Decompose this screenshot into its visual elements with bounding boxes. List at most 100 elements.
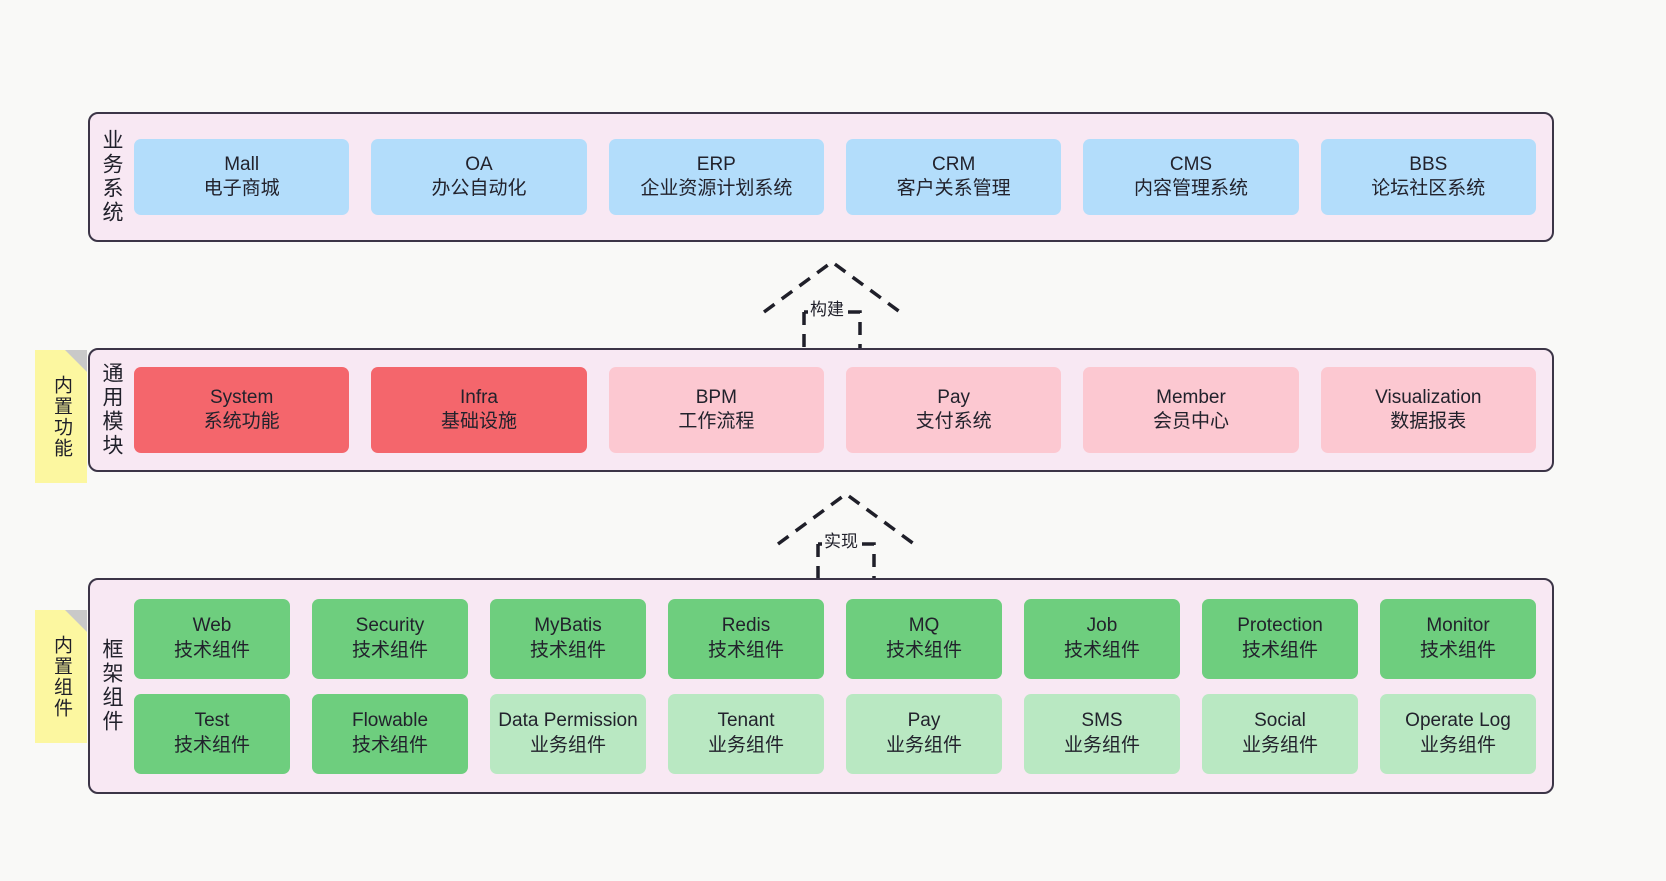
card-title: Pay: [937, 386, 971, 408]
card-subtitle: 内容管理系统: [1133, 178, 1248, 199]
layer-title-common-modules: 通用模块: [100, 362, 124, 458]
card-redis[interactable]: Redis 技术组件: [668, 598, 824, 679]
card-title: OA: [465, 153, 493, 175]
card-social[interactable]: Social 业务组件: [1202, 693, 1358, 774]
connector-build: 构建: [756, 256, 908, 348]
card-row-common-modules: System 系统功能 Infra 基础设施 BPM 工作流程 Pay 支付系统…: [134, 367, 1536, 453]
card-title: Web: [192, 615, 232, 637]
card-cms[interactable]: CMS 内容管理系统: [1083, 139, 1299, 215]
card-web[interactable]: Web 技术组件: [134, 598, 290, 679]
card-member[interactable]: Member 会员中心: [1083, 367, 1299, 453]
card-title: BPM: [695, 386, 737, 408]
card-data-permission[interactable]: Data Permission 业务组件: [490, 693, 646, 774]
card-subtitle: 业务组件: [529, 734, 606, 756]
card-protection[interactable]: Protection 技术组件: [1202, 598, 1358, 679]
card-subtitle: 技术组件: [351, 734, 428, 756]
layer-body-common-modules: System 系统功能 Infra 基础设施 BPM 工作流程 Pay 支付系统…: [132, 350, 1552, 470]
card-flowable[interactable]: Flowable 技术组件: [312, 693, 468, 774]
card-title: Tenant: [717, 710, 775, 732]
card-title: Visualization: [1375, 386, 1482, 408]
connector-build-label: 构建: [808, 295, 846, 320]
card-crm[interactable]: CRM 客户关系管理: [845, 139, 1062, 215]
layer-panel-business: 业务系统 Mall 电子商城 OA 办公自动化 ERP 企业资源计划系统 CRM…: [88, 112, 1554, 242]
layer-body-business: Mall 电子商城 OA 办公自动化 ERP 企业资源计划系统 CRM 客户关系…: [132, 114, 1552, 240]
card-oa[interactable]: OA 办公自动化: [371, 139, 587, 215]
card-visualization[interactable]: Visualization 数据报表: [1320, 367, 1536, 453]
card-title: Security: [355, 615, 425, 637]
card-operate-log[interactable]: Operate Log 业务组件: [1380, 693, 1536, 774]
card-erp[interactable]: ERP 企业资源计划系统: [608, 139, 824, 215]
card-title: Member: [1156, 386, 1226, 408]
card-title: Redis: [721, 615, 771, 637]
card-subtitle: 基础设施: [440, 411, 517, 432]
card-bbs[interactable]: BBS 论坛社区系统: [1320, 139, 1536, 215]
card-title: Test: [194, 710, 230, 732]
layer-panel-framework-components: 框架组件 Web 技术组件 Security 技术组件 MyBatis 技术组件…: [88, 578, 1554, 794]
card-title: Operate Log: [1405, 710, 1511, 732]
layer-title-business: 业务系统: [100, 129, 124, 225]
card-title: Protection: [1237, 615, 1323, 637]
card-title: BBS: [1409, 153, 1448, 175]
card-subtitle: 技术组件: [707, 639, 784, 661]
card-pay-business[interactable]: Pay 业务组件: [846, 693, 1002, 774]
card-title: Social: [1254, 710, 1306, 732]
card-security[interactable]: Security 技术组件: [312, 598, 468, 679]
card-row-business: Mall 电子商城 OA 办公自动化 ERP 企业资源计划系统 CRM 客户关系…: [134, 139, 1536, 215]
generalization-arrow-icon: [762, 259, 902, 348]
card-subtitle: 工作流程: [678, 411, 755, 432]
card-row-tech-components: Web 技术组件 Security 技术组件 MyBatis 技术组件 Redi…: [134, 598, 1536, 679]
card-title: MyBatis: [534, 615, 602, 637]
card-subtitle: 论坛社区系统: [1371, 178, 1486, 199]
generalization-arrow-icon: [776, 491, 916, 580]
card-test[interactable]: Test 技术组件: [134, 693, 290, 774]
card-subtitle: 业务组件: [707, 734, 784, 756]
sticky-note-builtin-components: 内置组件: [35, 610, 87, 743]
card-system[interactable]: System 系统功能: [134, 367, 350, 453]
card-infra[interactable]: Infra 基础设施: [371, 367, 587, 453]
card-title: System: [209, 386, 274, 408]
card-title: SMS: [1081, 710, 1123, 732]
layer-body-framework-components: Web 技术组件 Security 技术组件 MyBatis 技术组件 Redi…: [132, 580, 1552, 792]
card-title: CRM: [932, 153, 976, 175]
connector-implement: 实现: [770, 488, 922, 580]
sticky-note-label: 内置功能: [50, 374, 72, 459]
card-subtitle: 业务组件: [1241, 734, 1318, 756]
layer-title-framework-components: 框架组件: [100, 638, 124, 734]
card-title: Infra: [459, 386, 498, 408]
card-subtitle: 技术组件: [1419, 639, 1496, 661]
card-subtitle: 技术组件: [351, 639, 428, 661]
card-subtitle: 客户关系管理: [896, 178, 1011, 199]
card-title: Job: [1086, 615, 1118, 637]
card-subtitle: 技术组件: [173, 639, 250, 661]
card-mall[interactable]: Mall 电子商城: [134, 139, 350, 215]
sticky-note-label: 内置组件: [50, 634, 72, 719]
connector-implement-label: 实现: [822, 527, 860, 552]
card-pay[interactable]: Pay 支付系统: [845, 367, 1062, 453]
card-subtitle: 支付系统: [915, 411, 992, 432]
card-sms[interactable]: SMS 业务组件: [1024, 693, 1180, 774]
card-subtitle: 业务组件: [1063, 734, 1140, 756]
card-subtitle: 系统功能: [203, 411, 280, 432]
card-mq[interactable]: MQ 技术组件: [846, 598, 1002, 679]
card-bpm[interactable]: BPM 工作流程: [608, 367, 824, 453]
card-row-business-components: Test 技术组件 Flowable 技术组件 Data Permission …: [134, 693, 1536, 774]
card-subtitle: 办公自动化: [431, 178, 527, 199]
layer-panel-common-modules: 通用模块 System 系统功能 Infra 基础设施 BPM 工作流程 Pay…: [88, 348, 1554, 472]
card-subtitle: 技术组件: [529, 639, 606, 661]
sticky-note-builtin-features: 内置功能: [35, 350, 87, 483]
card-title: ERP: [696, 153, 736, 175]
card-subtitle: 技术组件: [1063, 639, 1140, 661]
card-title: Mall: [224, 153, 260, 175]
card-subtitle: 业务组件: [1419, 734, 1496, 756]
card-title: Data Permission: [498, 710, 638, 732]
folded-corner-icon: [65, 610, 87, 632]
card-subtitle: 业务组件: [885, 734, 962, 756]
card-mybatis[interactable]: MyBatis 技术组件: [490, 598, 646, 679]
card-monitor[interactable]: Monitor 技术组件: [1380, 598, 1536, 679]
card-title: Monitor: [1426, 615, 1490, 637]
folded-corner-icon: [65, 350, 87, 372]
card-job[interactable]: Job 技术组件: [1024, 598, 1180, 679]
card-subtitle: 技术组件: [1241, 639, 1318, 661]
card-tenant[interactable]: Tenant 业务组件: [668, 693, 824, 774]
card-title: CMS: [1169, 153, 1213, 175]
